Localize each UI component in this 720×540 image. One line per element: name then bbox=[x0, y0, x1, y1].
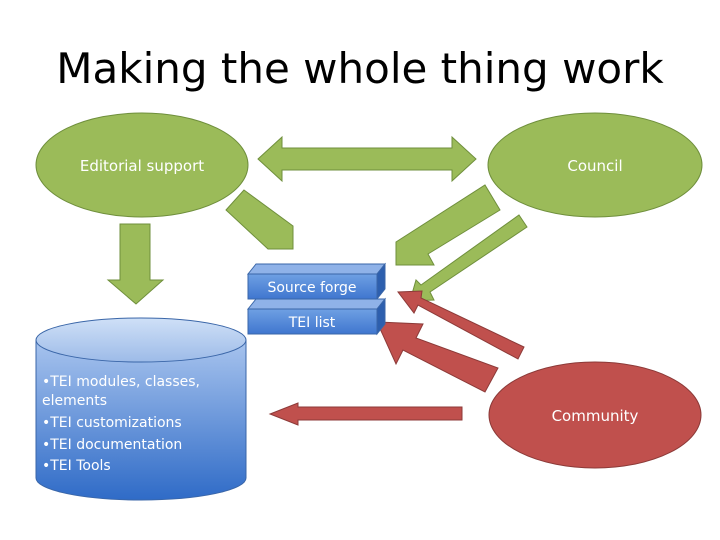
repository-item: •TEI Tools bbox=[42, 458, 111, 474]
community-label: Community bbox=[552, 407, 639, 425]
repository-cylinder: •TEI modules, classes, elements •TEI cus… bbox=[35, 317, 247, 501]
sourceforge-box: Source forge bbox=[246, 262, 387, 301]
arrow-community-to-repository bbox=[268, 402, 463, 426]
repository-item: elements bbox=[42, 393, 107, 409]
teilist-label: TEI list bbox=[288, 315, 336, 331]
repository-item: •TEI documentation bbox=[42, 437, 182, 453]
council-label: Council bbox=[567, 157, 622, 175]
repository-item: •TEI customizations bbox=[42, 415, 182, 431]
arrow-editorial-to-sourceforge bbox=[225, 189, 294, 250]
slide-title: Making the whole thing work bbox=[56, 44, 664, 93]
editorial-support-node bbox=[35, 112, 249, 218]
repository-item: •TEI modules, classes, bbox=[42, 374, 200, 390]
arrow-community-to-teilist bbox=[376, 321, 499, 393]
council-node bbox=[487, 112, 703, 218]
arrow-editorial-to-repository bbox=[106, 223, 165, 305]
double-arrow-editorial-council bbox=[257, 135, 477, 183]
arrow-council-to-sourceforge bbox=[395, 184, 501, 266]
sourceforge-label: Source forge bbox=[267, 280, 356, 296]
teilist-box: TEI list bbox=[246, 297, 387, 336]
community-node bbox=[488, 361, 702, 469]
arrow-community-to-sourceforge bbox=[397, 290, 525, 360]
editorial-support-label: Editorial support bbox=[80, 157, 204, 175]
